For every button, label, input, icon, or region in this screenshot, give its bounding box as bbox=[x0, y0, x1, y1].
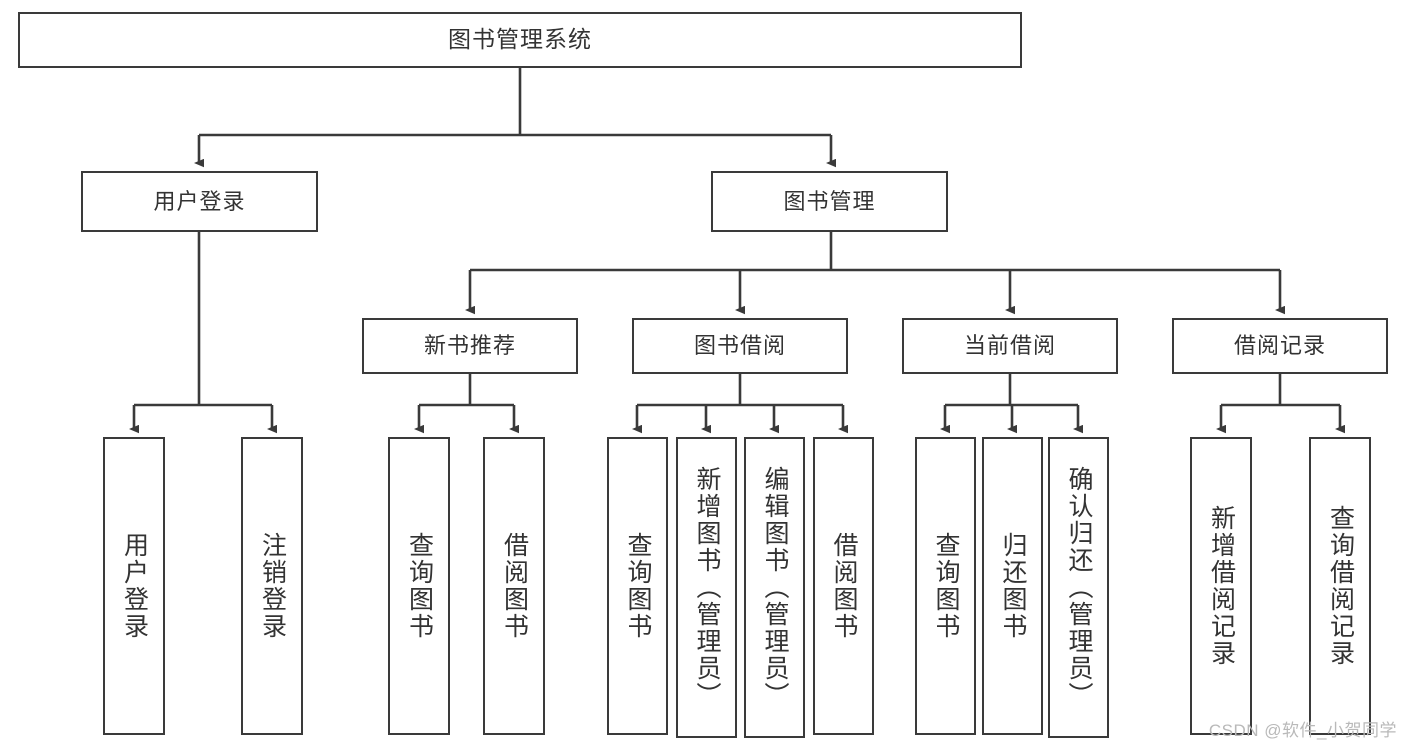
leaf-query-borrow-record[interactable]: 查询借阅记录 bbox=[1309, 437, 1371, 735]
leaf-query-book-borrow[interactable]: 查询图书 bbox=[607, 437, 668, 735]
leaf-edit-book[interactable]: 编辑图书（管理员） bbox=[744, 437, 805, 738]
node-book-borrow[interactable]: 图书借阅 bbox=[632, 318, 848, 374]
watermark-text: CSDN @软件_小贺同学 bbox=[1208, 721, 1397, 740]
leaf-return-book[interactable]: 归还图书 bbox=[982, 437, 1043, 735]
node-label: 查询图书 bbox=[405, 532, 434, 640]
node-current-borrow[interactable]: 当前借阅 bbox=[902, 318, 1118, 374]
leaf-add-book[interactable]: 新增图书（管理员） bbox=[676, 437, 737, 738]
node-label: 图书借阅 bbox=[693, 333, 786, 359]
node-root-book-management-system[interactable]: 图书管理系统 bbox=[18, 12, 1022, 68]
node-new-book-recommend[interactable]: 新书推荐 bbox=[362, 318, 578, 374]
node-label: 用户登录 bbox=[153, 188, 246, 214]
node-label: 注销登录 bbox=[258, 532, 287, 640]
leaf-borrow-book-recommend[interactable]: 借阅图书 bbox=[483, 437, 545, 735]
leaf-user-login[interactable]: 用户登录 bbox=[103, 437, 165, 735]
node-label: 查询图书 bbox=[932, 532, 960, 640]
leaf-borrow-book[interactable]: 借阅图书 bbox=[813, 437, 874, 735]
node-label: 用户登录 bbox=[120, 532, 149, 640]
node-borrow-record[interactable]: 借阅记录 bbox=[1172, 318, 1388, 374]
leaf-query-book-recommend[interactable]: 查询图书 bbox=[388, 437, 450, 735]
node-label: 借阅图书 bbox=[500, 532, 529, 640]
leaf-query-book-current[interactable]: 查询图书 bbox=[915, 437, 976, 735]
node-label: 查询图书 bbox=[624, 532, 652, 640]
leaf-logout[interactable]: 注销登录 bbox=[241, 437, 303, 735]
node-label: 新增借阅记录 bbox=[1207, 505, 1236, 667]
node-label: 借阅记录 bbox=[1233, 333, 1326, 359]
node-book-manage[interactable]: 图书管理 bbox=[711, 171, 948, 232]
leaf-confirm-return[interactable]: 确认归还（管理员） bbox=[1048, 437, 1109, 738]
leaf-add-borrow-record[interactable]: 新增借阅记录 bbox=[1190, 437, 1252, 735]
node-label: 图书管理 bbox=[783, 188, 876, 214]
node-user-login[interactable]: 用户登录 bbox=[81, 171, 318, 232]
node-label: 编辑图书（管理员） bbox=[761, 466, 789, 709]
node-label: 新增图书（管理员） bbox=[693, 466, 721, 709]
node-label: 新书推荐 bbox=[423, 333, 516, 359]
node-label: 借阅图书 bbox=[830, 532, 858, 640]
node-label: 图书管理系统 bbox=[448, 26, 592, 53]
node-label: 当前借阅 bbox=[963, 333, 1056, 359]
node-label: 确认归还（管理员） bbox=[1065, 466, 1093, 709]
node-label: 归还图书 bbox=[999, 532, 1027, 640]
node-label: 查询借阅记录 bbox=[1326, 505, 1355, 667]
